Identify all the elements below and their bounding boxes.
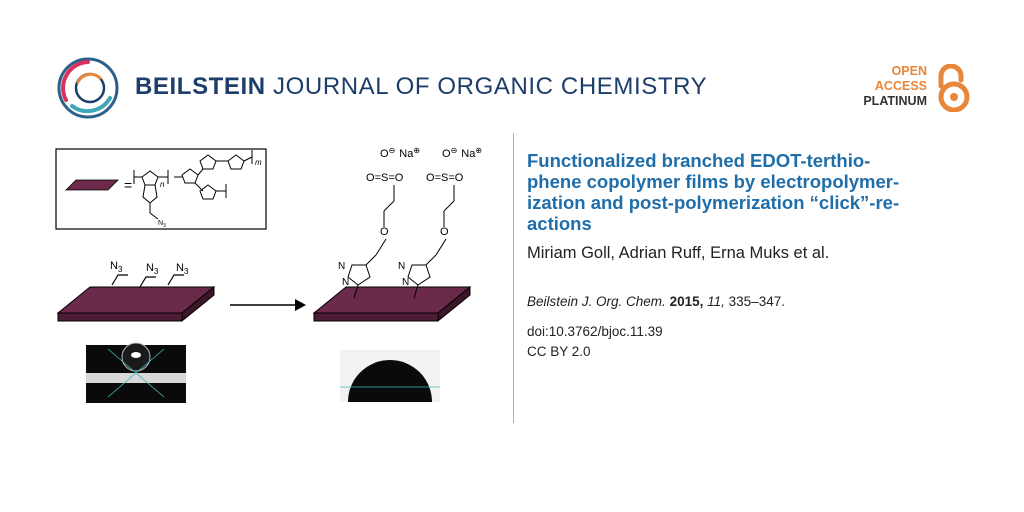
citation-volume: 11,	[707, 294, 725, 309]
title-line-4: actions	[527, 213, 592, 234]
azide-label-2: N3	[146, 262, 159, 276]
sulfonate-1: O=S=O	[366, 172, 404, 184]
triazole-chain-1	[347, 185, 395, 299]
triazole-n-label-3: N	[398, 261, 405, 272]
oa-open-text: OPEN	[891, 64, 927, 78]
left-surface-edge	[181, 285, 215, 323]
title-line-2: phene copolymer films by electropolymer-	[527, 171, 900, 192]
citation-year: 2015,	[669, 294, 704, 309]
beilstein-ring-logo	[57, 57, 119, 119]
oa-access-text: ACCESS	[874, 79, 927, 93]
left-angle-lines	[107, 348, 165, 398]
right-surface-edge	[437, 285, 471, 323]
oa-platinum-text: PLATINUM	[863, 94, 927, 108]
article-title: Functionalized branched EDOT-terthio- ph…	[527, 150, 967, 234]
azide-label-1: N3	[110, 260, 123, 274]
legend-surface	[65, 179, 119, 191]
article-citation: Beilstein J. Org. Chem. 2015, 11, 335–34…	[527, 294, 785, 309]
vertical-divider	[513, 133, 514, 423]
right-surface-side	[313, 312, 439, 322]
journal-name: BEILSTEIN JOURNAL OF ORGANIC CHEMISTRY	[135, 73, 707, 101]
ether-o-label-2: O	[440, 226, 449, 238]
triazole-n-label-2: N	[342, 277, 349, 288]
ether-o-label-1: O	[380, 226, 389, 238]
subscript-n: n	[160, 180, 165, 189]
reaction-arrowhead	[295, 299, 306, 311]
left-photo-baseline	[86, 373, 186, 383]
left-surface-side	[57, 312, 183, 322]
subscript-m: m	[255, 158, 262, 167]
title-line-3: ization and post-polymerization “click”-…	[527, 192, 900, 213]
counterion-2: O⊖Na⊕	[442, 146, 482, 160]
triazole-chain-2	[407, 185, 455, 299]
triazole-n-label-1: N	[338, 261, 345, 272]
citation-journal: Beilstein J. Org. Chem.	[527, 294, 666, 309]
journal-name-bold: BEILSTEIN	[135, 73, 266, 100]
left-droplet-highlight	[131, 352, 141, 358]
azide-label-3: N3	[176, 262, 189, 276]
article-doi[interactable]: doi:10.3762/bjoc.11.39	[527, 324, 663, 339]
azide-groups	[111, 274, 184, 288]
graphical-abstract: = n m N3 N3 N3 N3	[55, 146, 482, 403]
legend-azide-label: N3	[158, 220, 166, 229]
equals-sign: =	[124, 177, 132, 193]
open-access-badge: OPEN ACCESS PLATINUM	[862, 64, 977, 112]
sulfonate-2: O=S=O	[426, 172, 464, 184]
open-lock-icon	[938, 64, 970, 112]
counterion-1: O⊖Na⊕	[380, 146, 420, 160]
legend-box	[55, 148, 267, 230]
right-droplet	[348, 360, 432, 402]
article-license[interactable]: CC BY 2.0	[527, 344, 591, 359]
title-line-1: Functionalized branched EDOT-terthio-	[527, 150, 871, 171]
article-authors: Miriam Goll, Adrian Ruff, Erna Muks et a…	[527, 244, 830, 262]
citation-pages: 335–347.	[728, 294, 785, 309]
triazole-n-label-4: N	[402, 277, 409, 288]
journal-name-rest: JOURNAL OF ORGANIC CHEMISTRY	[265, 73, 708, 100]
edot-structure	[133, 150, 253, 220]
